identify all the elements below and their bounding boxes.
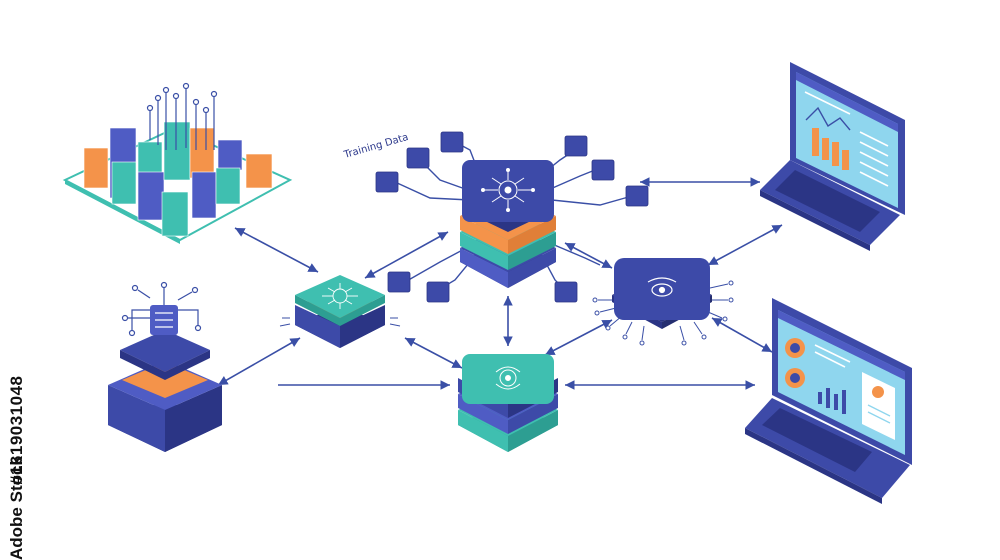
ai-core-server-icon: [460, 160, 556, 288]
training-data-label: Training Data: [342, 132, 410, 161]
arrow-module-to-core: [364, 231, 449, 279]
bar-chart-platform-icon: [62, 82, 293, 244]
arrow-chip-to-laptop2: [711, 317, 773, 353]
training-data-cubes: Training Data: [342, 131, 649, 303]
watermark-brand: Adobe Stock: [7, 456, 26, 560]
arrow-module-to-database: [404, 337, 463, 369]
arrow-storage-to-module: [217, 337, 301, 386]
laptop-dashboard-icon: [745, 298, 912, 504]
arrow-chip-to-laptop1: [707, 224, 783, 266]
diagram-stage: Training Data: [7, 62, 912, 560]
circuit-module-icon: [279, 275, 401, 348]
processor-chip-icon: [592, 258, 734, 346]
database-stack-icon: [458, 354, 558, 452]
arrow-core-to-chip: [564, 242, 613, 269]
hologram-cube-icon: [150, 305, 178, 335]
network-diagram: Training Data: [62, 62, 912, 504]
laptop-analytics-icon: [760, 62, 905, 251]
connector-arrows: [217, 177, 783, 390]
data-storage-icon: [108, 281, 222, 452]
arrow-chip-to-database: [544, 319, 613, 356]
arrow-chart-to-module: [234, 227, 319, 273]
